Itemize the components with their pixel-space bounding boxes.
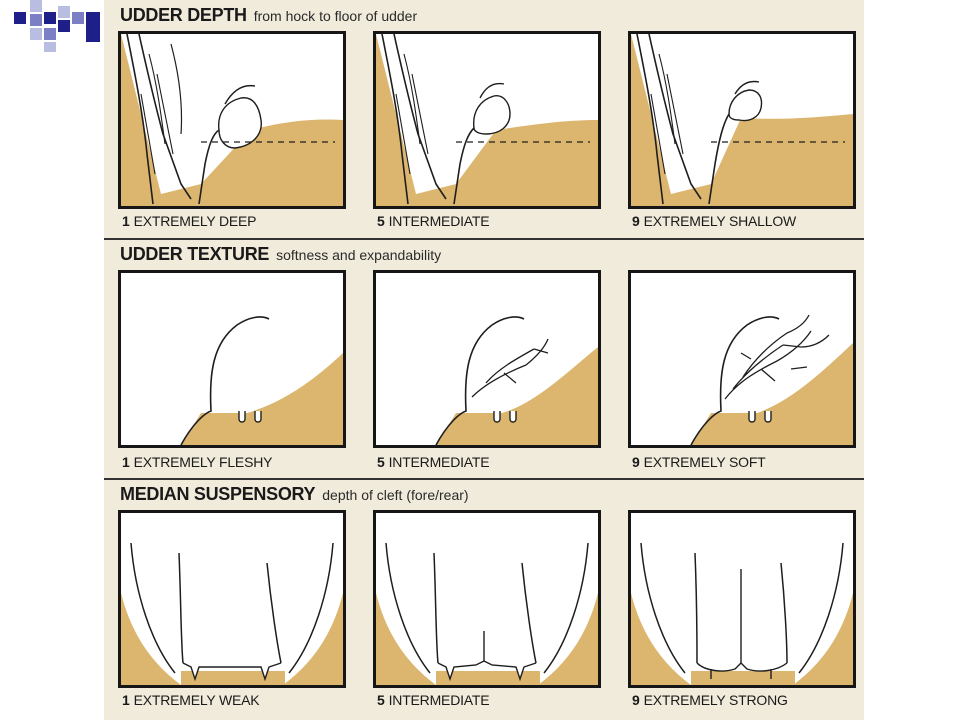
score-number: 1: [122, 454, 130, 470]
score-label: EXTREMELY SHALLOW: [643, 213, 797, 229]
panel-suspensory-9: [628, 510, 856, 688]
panel-udder-depth-1: [118, 31, 346, 209]
corner-decoration: [0, 0, 110, 60]
score-number: 9: [632, 692, 640, 708]
udder-trait-chart: UDDER DEPTH from hock to floor of udder …: [104, 0, 864, 720]
suspensory-strong-illustration: [631, 542, 853, 685]
score-number: 1: [122, 692, 130, 708]
udder-texture-intermediate-illustration: [435, 316, 598, 445]
panel-udder-depth-9: [628, 31, 856, 209]
score-label: EXTREMELY WEAK: [133, 692, 260, 708]
score-label: INTERMEDIATE: [388, 454, 490, 470]
section-subtitle: depth of cleft (fore/rear): [322, 487, 469, 503]
score-number: 9: [632, 213, 640, 229]
section-header-udder-texture: UDDER TEXTURE softness and expandability: [120, 244, 441, 270]
section-divider: [104, 478, 864, 480]
score-label: EXTREMELY SOFT: [643, 454, 766, 470]
udder-depth-deep-illustration: [121, 34, 343, 206]
score-number: 1: [122, 213, 130, 229]
section-title: UDDER DEPTH: [120, 5, 247, 25]
score-label: EXTREMELY DEEP: [133, 213, 257, 229]
section-title: MEDIAN SUSPENSORY: [120, 484, 316, 504]
score-label: INTERMEDIATE: [388, 692, 490, 708]
section-header-median-suspensory: MEDIAN SUSPENSORY depth of cleft (fore/r…: [120, 484, 469, 510]
section-title: UDDER TEXTURE: [120, 244, 270, 264]
panel-udder-texture-9: [628, 270, 856, 448]
section-subtitle: softness and expandability: [276, 247, 442, 263]
score-label: EXTREMELY FLESHY: [133, 454, 273, 470]
panel-suspensory-5: [373, 510, 601, 688]
score-label: INTERMEDIATE: [388, 213, 490, 229]
panel-udder-texture-1: [118, 270, 346, 448]
score-label: EXTREMELY STRONG: [643, 692, 788, 708]
panel-suspensory-1: [118, 510, 346, 688]
section-header-udder-depth: UDDER DEPTH from hock to floor of udder: [120, 5, 417, 31]
suspensory-intermediate-illustration: [376, 542, 598, 685]
suspensory-weak-illustration: [121, 542, 343, 685]
section-divider: [104, 238, 864, 240]
udder-texture-soft-illustration: [690, 314, 853, 445]
udder-texture-fleshy-illustration: [180, 316, 343, 445]
section-subtitle: from hock to floor of udder: [253, 8, 418, 24]
panel-udder-depth-5: [373, 31, 601, 209]
score-number: 5: [377, 454, 385, 470]
score-number: 9: [632, 454, 640, 470]
score-number: 5: [377, 692, 385, 708]
panel-udder-texture-5: [373, 270, 601, 448]
udder-depth-intermediate-illustration: [376, 34, 598, 206]
udder-depth-shallow-illustration: [631, 34, 853, 206]
score-number: 5: [377, 213, 385, 229]
